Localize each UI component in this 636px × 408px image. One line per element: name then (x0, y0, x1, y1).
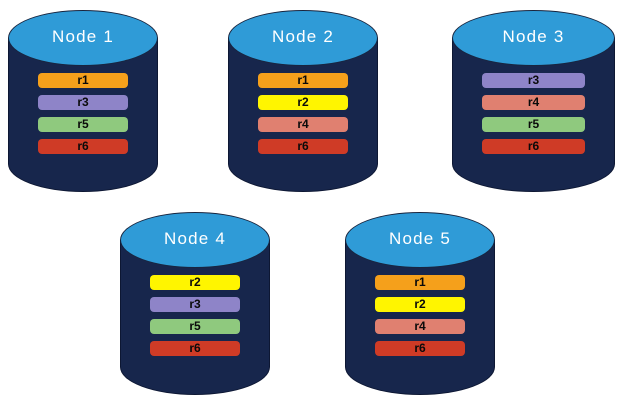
node-1-replica-list: r1 r3 r5 r6 (38, 73, 128, 154)
node-5-label: Node 5 (388, 229, 452, 248)
replica-r3[interactable]: r3 (38, 95, 128, 110)
replica-r1[interactable]: r1 (375, 275, 465, 290)
replica-r6[interactable]: r6 (150, 341, 240, 356)
cylinder-top (228, 10, 378, 66)
node-5-replica-list: r1 r2 r4 r6 (375, 275, 465, 356)
node-3[interactable]: Node 3 r3 r4 r5 r6 (452, 10, 615, 192)
cylinder-top (452, 10, 615, 66)
replica-r3[interactable]: r3 (482, 73, 585, 88)
replica-r2[interactable]: r2 (258, 95, 348, 110)
node-3-label: Node 3 (502, 27, 565, 46)
replica-r4[interactable]: r4 (375, 319, 465, 334)
replica-r2[interactable]: r2 (150, 275, 240, 290)
replica-r4[interactable]: r4 (258, 117, 348, 132)
replica-r5[interactable]: r5 (38, 117, 128, 132)
replica-r1[interactable]: r1 (38, 73, 128, 88)
replica-r6[interactable]: r6 (38, 139, 128, 154)
cylinder-top (8, 10, 158, 66)
node-4[interactable]: Node 4 r2 r3 r5 r6 (120, 212, 270, 395)
node-2-label: Node 2 (271, 27, 335, 46)
node-4-replica-list: r2 r3 r5 r6 (150, 275, 240, 356)
replica-r6[interactable]: r6 (258, 139, 348, 154)
node-3-replica-list: r3 r4 r5 r6 (482, 73, 585, 154)
node-2-replica-list: r1 r2 r4 r6 (258, 73, 348, 154)
replica-r6[interactable]: r6 (375, 341, 465, 356)
replica-r5[interactable]: r5 (482, 117, 585, 132)
replica-r4[interactable]: r4 (482, 95, 585, 110)
replica-r1[interactable]: r1 (258, 73, 348, 88)
cylinder-top (345, 212, 495, 268)
node-1-label: Node 1 (51, 27, 115, 46)
node-5[interactable]: Node 5 r1 r2 r4 r6 (345, 212, 495, 395)
replica-r5[interactable]: r5 (150, 319, 240, 334)
replica-r6[interactable]: r6 (482, 139, 585, 154)
node-4-label: Node 4 (163, 229, 227, 248)
replica-r2[interactable]: r2 (375, 297, 465, 312)
replica-r3[interactable]: r3 (150, 297, 240, 312)
cylinder-top (120, 212, 270, 268)
node-1[interactable]: Node 1 r1 r3 r5 r6 (8, 10, 158, 192)
node-2[interactable]: Node 2 r1 r2 r4 r6 (228, 10, 378, 192)
